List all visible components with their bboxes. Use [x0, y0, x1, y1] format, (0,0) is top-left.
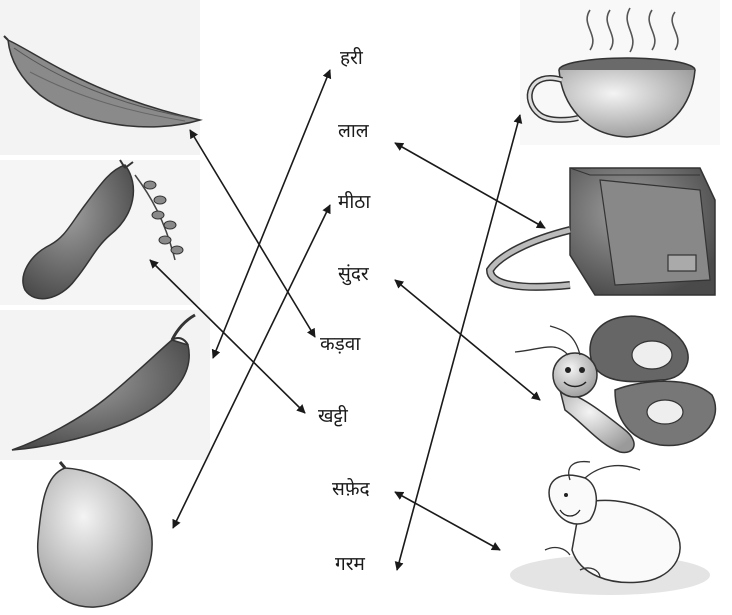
word-garam: गरम	[335, 553, 365, 575]
word-hari: हरी	[340, 46, 364, 69]
arrow-hari-chilli	[213, 70, 330, 358]
word-meetha: मीठा	[338, 190, 371, 213]
tea-cup-picture	[520, 0, 720, 145]
arrow-sundar-butterfly	[395, 280, 540, 400]
arrow-laal-bag	[395, 143, 545, 228]
arrow-garam-teacup	[397, 115, 520, 570]
word-kadva: कड़वा	[320, 333, 361, 355]
mango-picture	[38, 462, 152, 607]
word-sundar: सुंदर	[338, 263, 370, 286]
rabbit-picture	[510, 462, 710, 595]
word-laal: लाल	[338, 120, 370, 142]
word-khatti: खट्टी	[318, 404, 349, 427]
bitter-gourd-picture	[0, 0, 200, 155]
bag-picture	[490, 168, 715, 295]
green-chilli-picture	[0, 310, 210, 460]
arrow-kadva-gourd	[190, 130, 315, 337]
butterfly-picture	[515, 316, 715, 452]
tamarind-picture	[0, 160, 200, 305]
word-list: हरी लाल मीठा सुंदर कड़वा खट्टी सफ़ेद गरम	[318, 46, 371, 575]
word-safed: सफ़ेद	[332, 477, 370, 500]
